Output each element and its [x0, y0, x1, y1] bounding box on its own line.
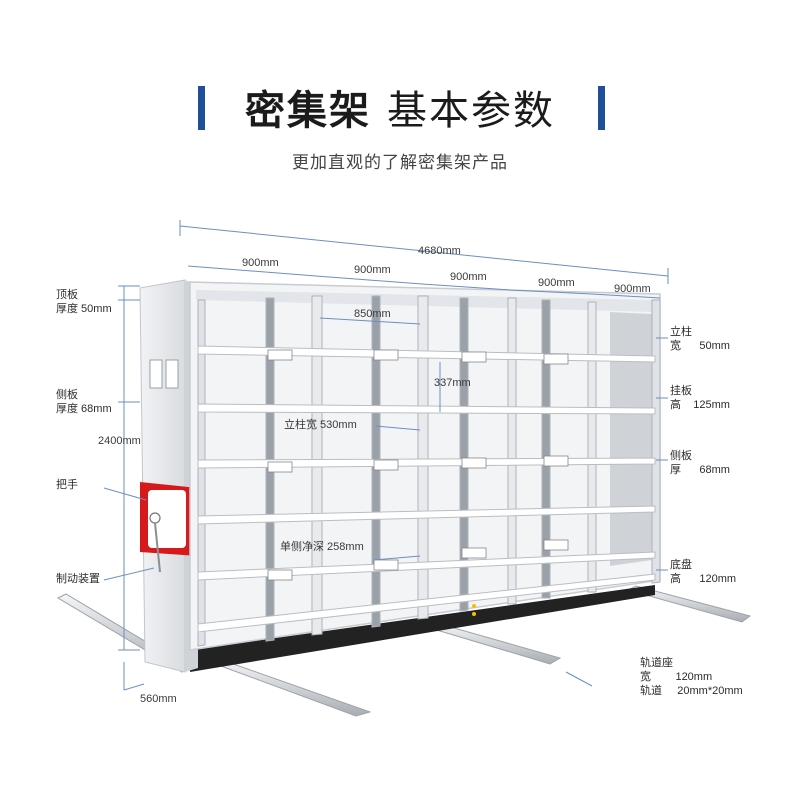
section-width-1: 900mm — [242, 257, 279, 269]
hanging-plate-label: 挂板 高 125mm — [670, 385, 730, 411]
section-width-5: 900mm — [614, 283, 651, 295]
shelf-spacing-label: 337mm — [434, 377, 471, 389]
column-label: 立柱 宽 50mm — [670, 326, 730, 352]
title-part1: 密集架 — [245, 88, 371, 134]
side-panel-label: 侧板 厚度 68mm — [56, 389, 112, 415]
page-title: 密集架基本参数 — [0, 78, 800, 136]
shelves — [197, 345, 656, 633]
top-panel-label: 顶板 厚度 50mm — [56, 289, 112, 315]
post-width-label: 立柱宽 530mm — [284, 419, 357, 431]
single-side-depth-label: 单侧净深 258mm — [280, 541, 364, 553]
depth-label: 560mm — [140, 693, 177, 705]
indicator-light — [472, 604, 476, 608]
total-width-label: 4680mm — [418, 245, 461, 257]
dimension-lines — [103, 220, 669, 691]
chassis-base — [190, 585, 655, 672]
hanging-plates — [267, 349, 569, 581]
title-accent-bar-right — [598, 86, 605, 130]
brake-label: 制动装置 — [56, 573, 100, 585]
section-width-2: 900mm — [354, 264, 391, 276]
height-label: 2400mm — [98, 435, 141, 447]
title-accent-bar-left — [198, 86, 205, 130]
section-width-3: 900mm — [450, 271, 487, 283]
side-plate-label: 侧板 厚 68mm — [670, 450, 730, 476]
inner-width-label: 850mm — [354, 308, 391, 320]
title-part2: 基本参数 — [387, 88, 555, 134]
page-subtitle: 更加直观的了解密集架产品 — [292, 153, 508, 173]
section-width-4: 900mm — [538, 277, 575, 289]
rail-label: 轨道 20mm*20mm — [640, 685, 743, 697]
indicator-light — [472, 612, 476, 616]
handle-panel — [140, 482, 198, 573]
handle-label: 把手 — [56, 479, 78, 491]
back-panel — [610, 312, 652, 566]
chassis-label: 底盘 高 120mm — [670, 559, 737, 585]
rail-seat-label: 轨道座 宽 120mm 轨道 20mm*20mm — [640, 657, 743, 697]
